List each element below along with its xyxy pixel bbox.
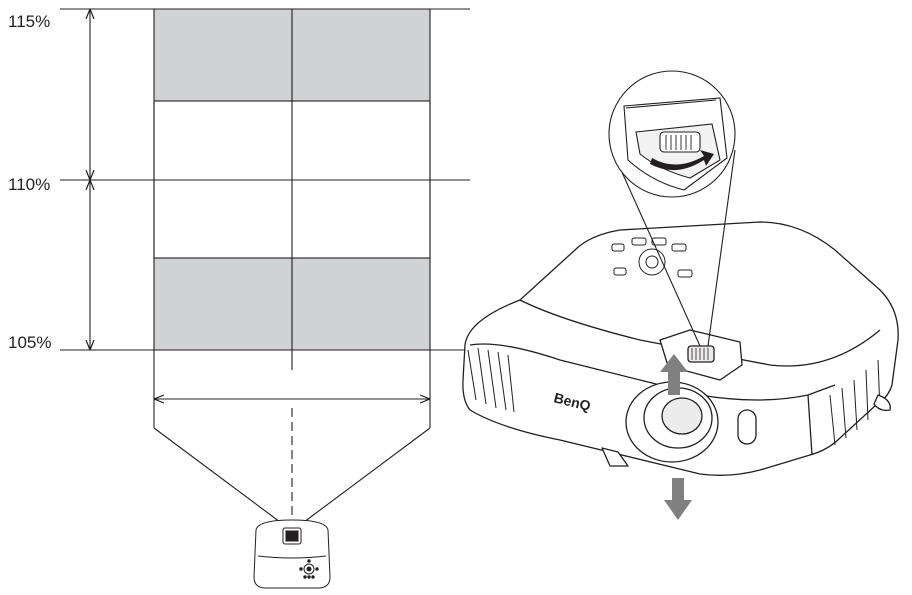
up-arrow-icon bbox=[660, 354, 688, 395]
level-label-105: 105% bbox=[8, 333, 52, 352]
detail-callout bbox=[608, 70, 736, 347]
projector-illustration: BenQ bbox=[462, 221, 899, 476]
rotate-arrow-icon bbox=[650, 150, 714, 171]
ir-sensor bbox=[737, 409, 757, 445]
projector-top-view bbox=[253, 519, 331, 589]
lens-shift-dial-icon bbox=[659, 131, 701, 153]
level-label-110: 110% bbox=[8, 175, 51, 194]
screen-positions bbox=[60, 8, 470, 523]
lens-shift-dial-icon bbox=[687, 345, 715, 363]
control-panel bbox=[611, 237, 693, 278]
side-vent-left bbox=[467, 347, 515, 413]
down-arrow-icon bbox=[664, 478, 692, 520]
lens-inner bbox=[661, 397, 703, 435]
control-dial bbox=[303, 563, 315, 575]
level-label-115: 115% bbox=[8, 12, 51, 31]
